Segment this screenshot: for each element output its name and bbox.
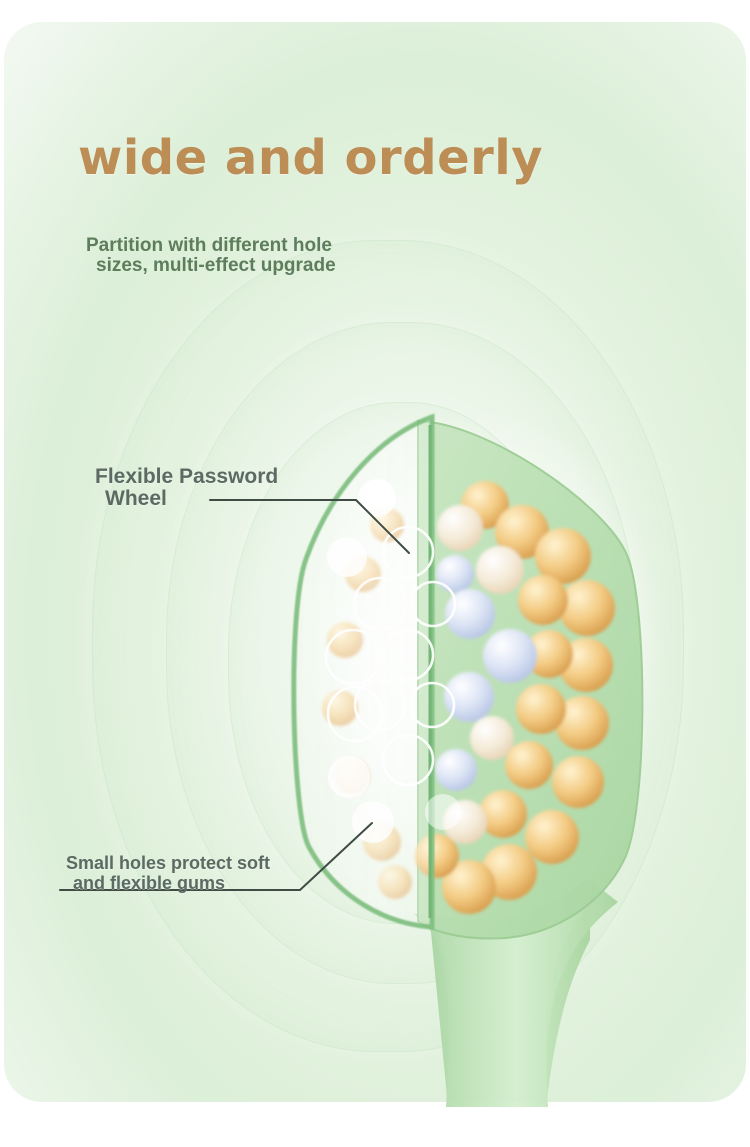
soft-hole-fills (327, 479, 461, 843)
page-title: wide and orderly (78, 130, 544, 186)
callout-bottom-label: Small holes protect soft and flexible gu… (66, 853, 270, 893)
top-callout-line (209, 499, 410, 554)
callout-bottom-line-2: and flexible gums (73, 873, 226, 893)
subtitle: Partition with different hole sizes, mul… (86, 236, 336, 276)
bottom-callout-line (59, 822, 373, 891)
subtitle-line-1: Partition with different hole (86, 235, 332, 256)
subtitle-line-2: sizes, multi-effect upgrade (96, 255, 336, 276)
callout-top-line-1: Flexible Password (95, 465, 279, 488)
callout-top-line-2: Wheel (105, 487, 167, 510)
callout-top-label: Flexible Password Wheel (95, 466, 278, 510)
hole-pattern (324, 525, 457, 787)
brush-handle (430, 904, 590, 1107)
callout-bottom-line-1: Small holes protect soft (66, 853, 271, 873)
transparent-cover (291, 413, 435, 930)
